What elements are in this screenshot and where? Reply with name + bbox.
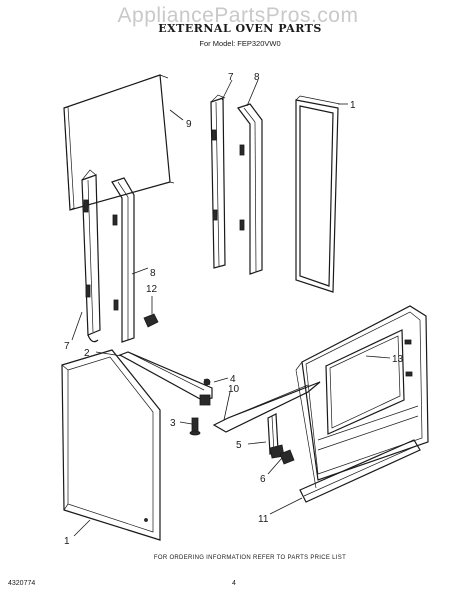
document-number: 4320774: [8, 580, 36, 587]
callout-13: 13: [392, 354, 404, 365]
callout-1-top: 1: [350, 100, 356, 111]
part-13-oven-door[interactable]: [295, 305, 429, 489]
callout-10: 10: [228, 384, 240, 395]
part-1-upper-frame[interactable]: [295, 95, 341, 293]
leader-3: [179, 421, 193, 425]
part-1-side-panel[interactable]: [61, 349, 161, 541]
part-4-screw[interactable]: [203, 378, 211, 386]
callout-11: 11: [258, 514, 269, 525]
leader-1b: [73, 519, 91, 537]
leader-11: [269, 497, 303, 515]
part-12-clip[interactable]: [143, 313, 159, 328]
diagram-title: EXTERNAL OVEN PARTS: [158, 22, 322, 35]
part-6-bracket[interactable]: [279, 449, 295, 465]
leader-8b: [131, 267, 149, 275]
part-11-kick-plate[interactable]: [299, 439, 421, 503]
part-5-hinge[interactable]: [267, 413, 285, 459]
part-7-lower-side-rail[interactable]: [81, 169, 101, 343]
part-2-front-rail[interactable]: [118, 351, 213, 406]
diagram-subtitle: For Model: FEP320VW0: [199, 39, 281, 48]
part-8-lower-side-rail[interactable]: [111, 177, 135, 343]
leader-2: [95, 351, 123, 357]
part-10-rear-rail[interactable]: [212, 381, 321, 433]
leader-7a: [221, 79, 233, 101]
leader-7b: [71, 311, 83, 341]
callout-6: 6: [260, 474, 266, 485]
callout-7-lower: 7: [64, 341, 70, 352]
leader-6: [267, 457, 283, 475]
leader-4: [213, 377, 229, 383]
page-number: 4: [232, 580, 236, 587]
callout-3: 3: [170, 418, 176, 429]
callout-7-top: 7: [228, 72, 234, 83]
callout-12: 12: [146, 284, 158, 295]
callout-1-lower: 1: [64, 536, 70, 547]
leader-8a: [246, 79, 259, 107]
watermark: AppliancePartsPros.com: [117, 4, 359, 27]
callout-8-top: 8: [254, 72, 260, 83]
leader-5: [247, 441, 267, 445]
leader-13: [365, 355, 391, 359]
callout-4: 4: [230, 374, 236, 385]
callout-9: 9: [186, 119, 192, 130]
callout-5: 5: [236, 440, 242, 451]
callout-2: 2: [84, 348, 90, 359]
leader-9: [169, 109, 184, 121]
part-9-top-panel[interactable]: [63, 74, 175, 211]
leader-10: [223, 391, 231, 421]
part-3-leveling-leg[interactable]: [189, 417, 201, 436]
part-8-upper-side-rail[interactable]: [237, 103, 263, 275]
callout-8-lower: 8: [150, 268, 156, 279]
part-7-upper-side-rail[interactable]: [210, 94, 226, 269]
ordering-info-footer: FOR ORDERING INFORMATION REFER TO PARTS …: [153, 555, 347, 561]
